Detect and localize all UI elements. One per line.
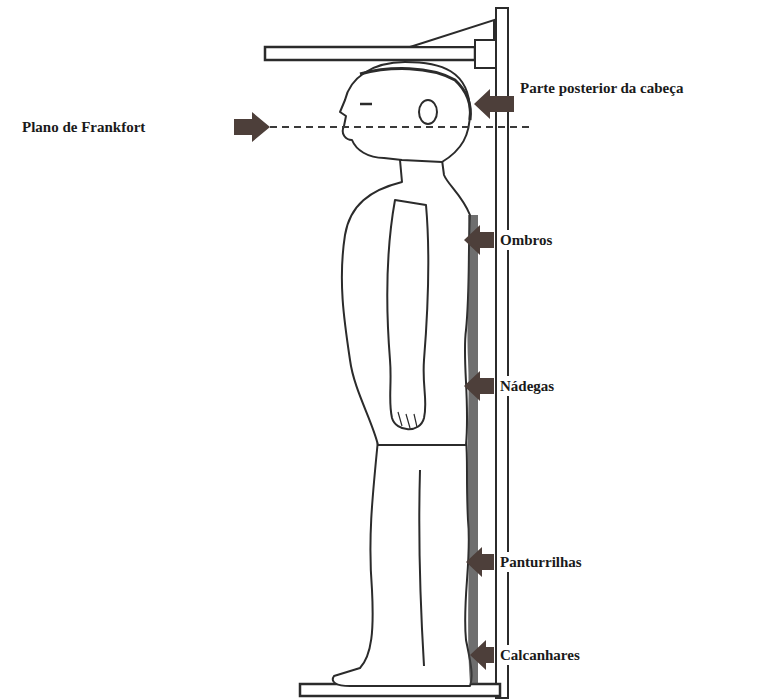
- back-shading: [467, 215, 478, 684]
- pointer-arrow: [464, 225, 494, 255]
- frankfort-line: [270, 126, 534, 128]
- part-label: Panturrilhas: [498, 552, 584, 572]
- part-label: Parte posterior da cabeça: [518, 78, 685, 98]
- pointer-arrow: [474, 89, 514, 119]
- headboard-slider: [475, 40, 496, 68]
- plane-label: Plano de Frankfort: [20, 117, 147, 137]
- boy-figure: [333, 62, 472, 686]
- part-label: Calcanhares: [498, 645, 582, 665]
- pointer-arrow: [470, 640, 494, 670]
- part-label: Nádegas: [498, 376, 556, 396]
- pointer-arrow: [234, 112, 270, 142]
- pointer-arrow: [464, 371, 494, 401]
- headboard: [265, 47, 475, 60]
- part-label: Ombros: [498, 230, 554, 250]
- pointer-arrow: [466, 547, 494, 577]
